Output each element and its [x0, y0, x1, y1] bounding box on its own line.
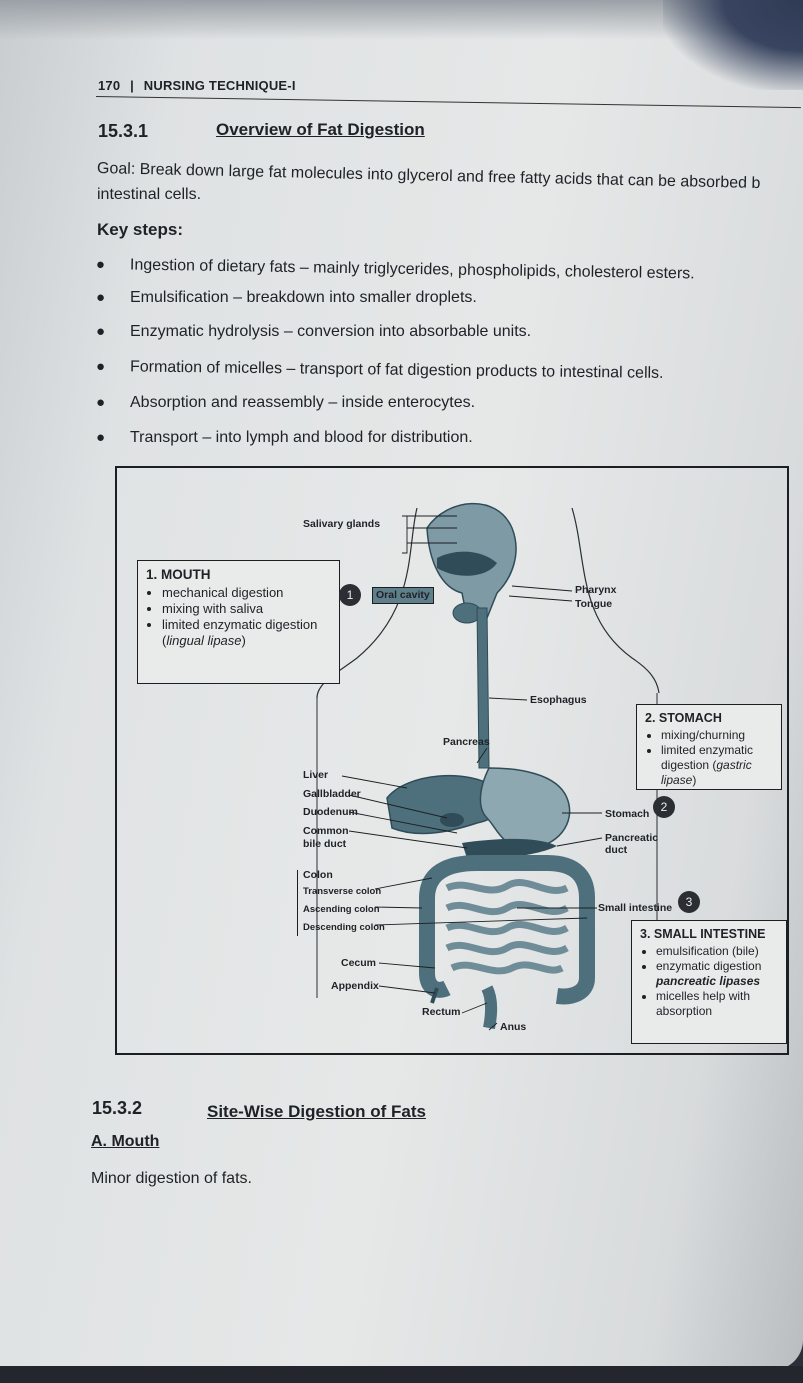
label-duodenum: Duodenum — [303, 806, 358, 818]
list-item: limited enzymatic digestion (gastric lip… — [661, 743, 773, 788]
label-descending-colon: Descending colon — [303, 922, 385, 933]
oral-cavity-label: Oral cavity — [372, 587, 434, 604]
label-pancreas: Pancreas — [443, 736, 490, 748]
list-item: micelles help with absorption — [656, 989, 778, 1019]
list-item: emulsification (bile) — [656, 944, 778, 959]
step-badge-3: 3 — [678, 891, 700, 913]
label-anus: Anus — [500, 1021, 526, 1033]
section-number: 15.3.1 — [98, 121, 148, 142]
list-item: ●Formation of micelles – transport of fa… — [96, 358, 664, 383]
goal-line-1: Goal: Break down large fat molecules int… — [97, 158, 797, 196]
step-badge-2: 2 — [653, 796, 675, 818]
subheading-mouth: A. Mouth — [91, 1133, 159, 1151]
label-esophagus: Esophagus — [530, 694, 587, 706]
list-item-text: Absorption and reassembly – inside enter… — [130, 394, 475, 411]
page-number: 170 — [98, 78, 120, 93]
close-paren: ) — [692, 773, 696, 787]
list-item-text: enzymatic digestion — [656, 959, 761, 973]
enzyme-name: lingual lipase — [166, 633, 241, 648]
list-item-text: Ingestion of dietary fats – mainly trigl… — [130, 257, 695, 283]
running-title: NURSING TECHNIQUE-I — [144, 78, 296, 93]
digestive-system-figure: 1. MOUTH mechanical digestion mixing wit… — [115, 466, 789, 1055]
section-title: Overview of Fat Digestion — [216, 120, 425, 140]
running-header: 170 | NURSING TECHNIQUE-I — [98, 78, 296, 93]
header-rule — [96, 96, 801, 108]
mouth-text: Minor digestion of fats. — [91, 1168, 252, 1190]
list-item: ●Ingestion of dietary fats – mainly trig… — [96, 256, 695, 283]
stomach-title: 2. STOMACH — [645, 711, 773, 726]
page-corner-shadow — [663, 0, 803, 90]
key-steps-label: Key steps: — [97, 219, 183, 241]
label-colon: Colon — [303, 869, 333, 881]
list-item: ●Transport – into lymph and blood for di… — [96, 429, 473, 447]
label-ascending-colon: Ascending colon — [303, 904, 380, 915]
label-tongue: Tongue — [575, 598, 612, 610]
list-item: ●Absorption and reassembly – inside ente… — [96, 394, 475, 412]
section-title-2: Site-Wise Digestion of Fats — [207, 1102, 426, 1122]
small-intestine-list: emulsification (bile) enzymatic digestio… — [640, 944, 778, 1019]
list-item: ●Enzymatic hydrolysis – conversion into … — [96, 323, 531, 341]
label-stomach: Stomach — [605, 808, 649, 820]
colon-bracket — [297, 870, 298, 936]
stomach-list: mixing/churning limited enzymatic digest… — [645, 728, 773, 788]
list-item-text: Enzymatic hydrolysis – conversion into a… — [130, 323, 531, 340]
section-number-2: 15.3.2 — [92, 1098, 142, 1119]
list-item: mechanical digestion — [162, 585, 331, 601]
close-paren: ) — [242, 633, 246, 648]
mouth-title: 1. MOUTH — [146, 567, 331, 583]
label-rectum: Rectum — [422, 1006, 461, 1018]
label-small-intestine: Small intestine — [598, 902, 672, 914]
label-transverse-colon: Transverse colon — [303, 886, 381, 897]
list-item-text: Transport – into lymph and blood for dis… — [130, 429, 473, 446]
label-gallbladder: Gallbladder — [303, 788, 361, 800]
enzyme-name: pancreatic lipases — [656, 974, 760, 988]
label-common-bile-duct: Common bile duct — [303, 825, 358, 851]
mouth-list: mechanical digestion mixing with saliva … — [146, 585, 331, 649]
label-pharynx: Pharynx — [575, 584, 616, 596]
small-intestine-callout: 3. SMALL INTESTINE emulsification (bile)… — [631, 920, 787, 1044]
goal-line-2: intestinal cells. — [97, 184, 201, 206]
label-cecum: Cecum — [341, 957, 376, 969]
background-edge — [0, 1366, 803, 1383]
stomach-callout: 2. STOMACH mixing/churning limited enzym… — [636, 704, 782, 790]
mouth-callout: 1. MOUTH mechanical digestion mixing wit… — [137, 560, 340, 684]
label-liver: Liver — [303, 769, 328, 781]
step-badge-1: 1 — [339, 584, 361, 606]
list-item-text: Formation of micelles – transport of fat… — [130, 358, 664, 382]
list-item: mixing with saliva — [162, 601, 331, 617]
list-item: limited enzymatic digestion (lingual lip… — [162, 617, 331, 649]
small-intestine-title: 3. SMALL INTESTINE — [640, 927, 778, 942]
label-salivary-glands: Salivary glands — [303, 518, 380, 530]
list-item: ●Emulsification – breakdown into smaller… — [96, 289, 477, 307]
label-pancreatic-duct: Pancreatic duct — [605, 832, 665, 856]
list-item-text: Emulsification – breakdown into smaller … — [130, 289, 477, 306]
label-appendix: Appendix — [331, 980, 379, 992]
header-separator: | — [130, 78, 134, 93]
list-item: mixing/churning — [661, 728, 773, 743]
